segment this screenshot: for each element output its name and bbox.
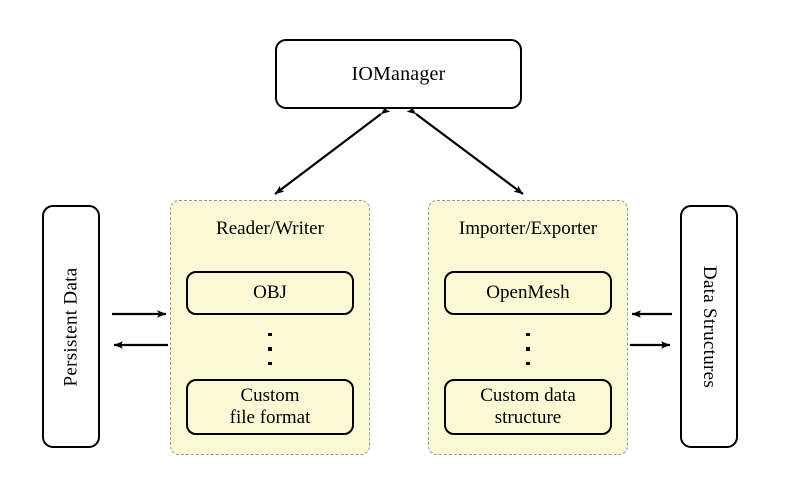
node-io-manager-label: IOManager [351,62,446,85]
custom-data-structure-line2: structure [494,407,562,428]
group-reader-writer-item-custom-file-format: Custom file format [186,379,354,435]
custom-file-format-line2: file format [229,407,311,428]
custom-file-format-line1: Custom [240,384,300,406]
group-importer-exporter-item-custom-data-structure: Custom data structure [444,379,612,435]
ellipsis-dot [268,347,272,351]
ellipsis-dot [526,361,530,365]
group-importer-exporter-item-openmesh: OpenMesh [444,271,612,315]
node-io-manager: IOManager [275,39,522,109]
group-reader-writer-item-obj-label: OBJ [253,281,287,303]
group-reader-writer-ellipsis-icon [171,329,369,369]
group-importer-exporter-item-openmesh-label: OpenMesh [486,281,570,303]
group-importer-exporter-ellipsis-icon [429,329,627,369]
ellipsis-dot [526,347,530,351]
connector-manager-readerwriter [274,105,391,195]
node-persistent-data: Persistent Data [42,205,100,448]
group-importer-exporter-item-custom-data-structure-label: Custom data structure [480,385,576,430]
node-data-structures: Data Structures [680,205,738,448]
group-reader-writer-item-custom-file-format-label: Custom file format [230,385,311,430]
ellipsis-dot [526,333,530,337]
ellipsis-dot [268,333,272,337]
group-importer-exporter-title: Importer/Exporter [458,218,598,239]
group-reader-writer-title: Reader/Writer [216,218,324,239]
ellipsis-dot [268,361,272,365]
node-persistent-data-label: Persistent Data [60,266,82,387]
node-data-structures-label: Data Structures [699,265,720,388]
group-reader-writer-item-obj: OBJ [186,271,354,315]
connector-manager-importerexporter [406,105,524,195]
group-importer-exporter: Importer/Exporter OpenMesh Custom data s… [428,200,628,455]
group-reader-writer: Reader/Writer OBJ Custom file format [170,200,370,455]
custom-data-structure-line1: Custom data [480,384,576,406]
